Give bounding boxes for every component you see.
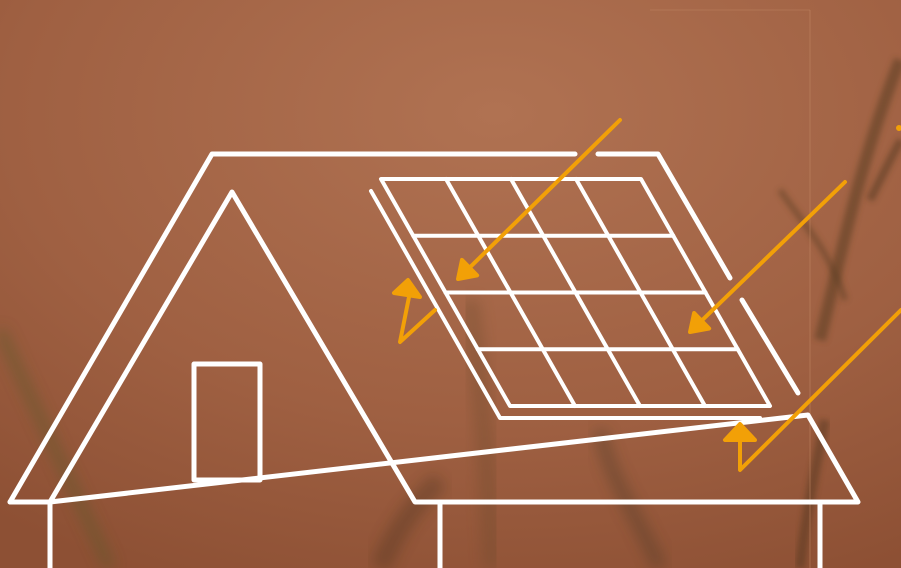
solar-panel xyxy=(371,179,770,418)
attic-window xyxy=(194,364,260,480)
roof-outer-outline xyxy=(10,154,858,502)
incoming-ray-arrow xyxy=(690,182,845,332)
incoming-ray-arrow xyxy=(458,120,620,279)
sun-dot xyxy=(896,125,901,131)
reflected-ray-right xyxy=(725,310,901,470)
